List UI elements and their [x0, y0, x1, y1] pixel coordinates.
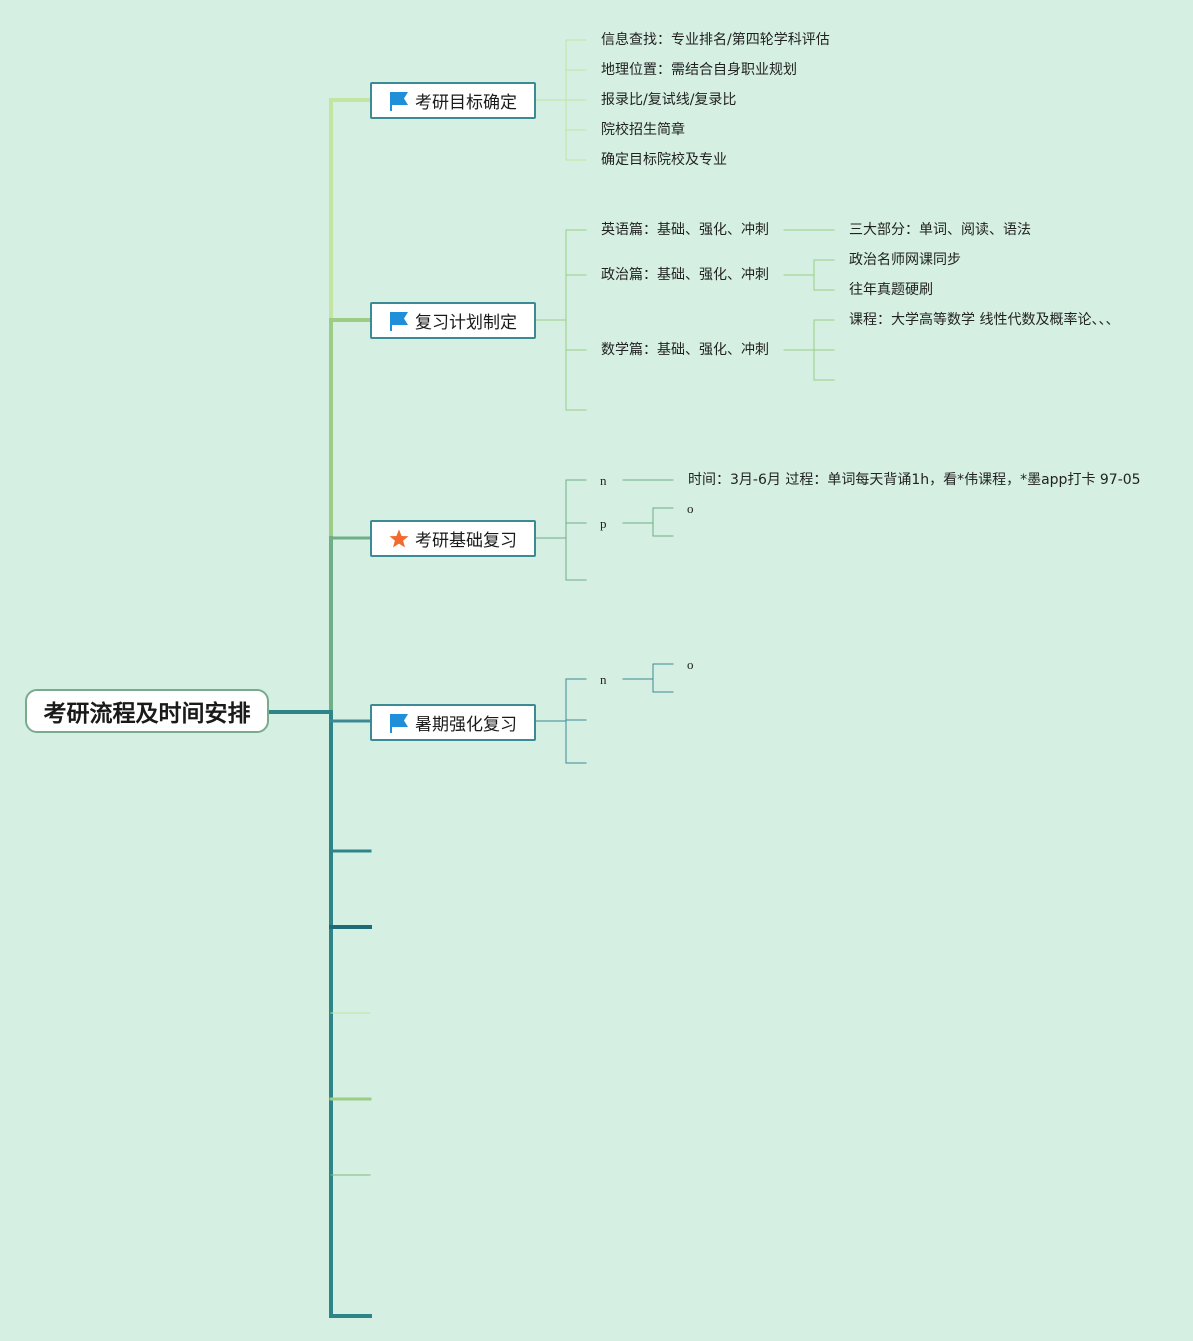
branch-topic-plan[interactable]: 复习计划制定: [370, 302, 536, 339]
bullet-marker: o: [687, 501, 694, 516]
subtopic-politics[interactable]: 政治篇：基础、强化、冲刺: [601, 267, 769, 283]
branch-topic-label: 考研目标确定: [415, 93, 517, 113]
branch-2-bracket: [535, 229, 835, 411]
root-topic[interactable]: 考研流程及时间安排: [25, 689, 269, 733]
branch-topic-label: 复习计划制定: [415, 313, 517, 333]
bullet-marker: n: [600, 473, 607, 488]
bullet-marker: n: [600, 672, 607, 687]
branch-topic-goal[interactable]: 考研目标确定: [370, 82, 536, 119]
orange-star-icon: [389, 529, 409, 547]
root-topic-label: 考研流程及时间安排: [43, 701, 251, 727]
branch-topic-label: 考研基础复习: [415, 531, 517, 551]
branch-topic-basic-review[interactable]: 考研基础复习: [370, 520, 536, 557]
blue-flag-icon: [390, 91, 408, 111]
subtopic-politics-past-papers[interactable]: 往年真题硬刷: [849, 282, 933, 298]
connector-lines: [267, 39, 835, 1318]
subtopic-english-parts[interactable]: 三大部分：单词、阅读、语法: [849, 222, 1031, 238]
bullet-marker: o: [687, 657, 694, 672]
branch-topic-label: 暑期强化复习: [415, 715, 517, 735]
branch-3-bracket: [535, 479, 674, 581]
subtopic-politics-online-course[interactable]: 政治名师网课同步: [849, 252, 961, 268]
blue-flag-icon: [390, 311, 408, 331]
subtopic-schedule-detail[interactable]: 时间：3月-6月 过程：单词每天背诵1h，看*伟课程，*墨app打卡 97-05: [688, 472, 1141, 488]
subtopic-info-search[interactable]: 信息查找：专业排名/第四轮学科评估: [601, 32, 830, 48]
bullet-marker: p: [600, 516, 607, 531]
subtopic-math-courses[interactable]: 课程：大学高等数学 线性代数及概率论、、、: [849, 312, 1120, 328]
subtopic-location[interactable]: 地理位置：需结合自身职业规划: [601, 62, 797, 78]
subtopic-math[interactable]: 数学篇：基础、强化、冲刺: [601, 342, 769, 358]
blue-flag-icon: [390, 713, 408, 733]
branch-4-bracket: [535, 663, 674, 764]
branch-topic-summer-review[interactable]: 暑期强化复习: [370, 704, 536, 741]
subtopic-target-school[interactable]: 确定目标院校及专业: [601, 152, 727, 168]
subtopic-english[interactable]: 英语篇：基础、强化、冲刺: [601, 222, 769, 238]
subtopic-admission-brochure[interactable]: 院校招生简章: [601, 122, 685, 138]
subtopic-admission-ratio[interactable]: 报录比/复试线/复录比: [601, 92, 737, 108]
branch-1-bracket: [535, 39, 587, 161]
